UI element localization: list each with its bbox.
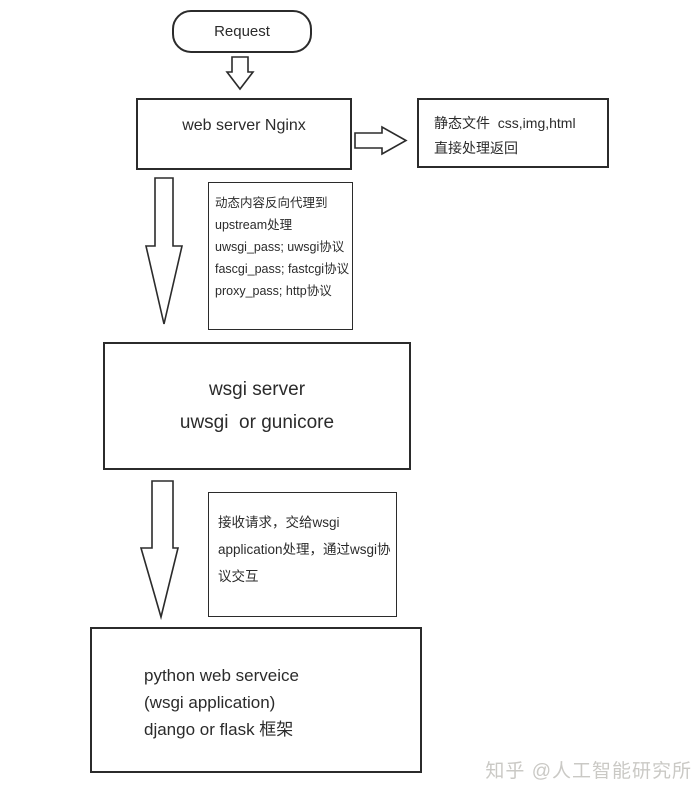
request-label: Request [214, 23, 270, 40]
proxy-note-line: 动态内容反向代理到 [215, 196, 328, 210]
static-files-line: 直接处理返回 [434, 140, 518, 156]
proxy-note-line: proxy_pass; http协议 [215, 284, 332, 298]
wsgi-note-line: application处理，通过wsgi协 [218, 542, 391, 557]
request-node: Request [172, 10, 312, 53]
proxy-note-line: uwsgi_pass; uwsgi协议 [215, 240, 345, 254]
watermark: 知乎 @人工智能研究所 [485, 761, 692, 782]
proxy-annotation-note: 动态内容反向代理到 upstream处理 uwsgi_pass; uwsgi协议… [208, 182, 353, 330]
wsgi-server-line: uwsgi or gunicore [179, 412, 335, 433]
nginx-node: web server Nginx [136, 98, 352, 170]
down-arrow-icon [139, 480, 180, 621]
static-files-line: 静态文件 css,img,html [434, 115, 576, 131]
right-arrow-icon [354, 125, 408, 156]
static-files-node: 静态文件 css,img,html 直接处理返回 [417, 98, 609, 168]
proxy-note-line: upstream处理 [215, 218, 293, 232]
python-service-line: python web serveice [144, 666, 299, 685]
wsgi-server-node: wsgi server uwsgi or gunicore [103, 342, 411, 470]
proxy-note-line: fascgi_pass; fastcgi协议 [215, 262, 350, 276]
python-service-line: (wsgi application) [144, 693, 276, 712]
wsgi-server-line: wsgi server [208, 379, 306, 400]
wsgi-note-line: 接收请求，交给wsgi [218, 515, 340, 530]
down-arrow-icon [225, 56, 255, 91]
wsgi-annotation-note: 接收请求，交给wsgi application处理，通过wsgi协 议交互 [208, 492, 397, 617]
wsgi-note-line: 议交互 [218, 569, 259, 584]
python-service-node: python web serveice (wsgi application) d… [90, 627, 422, 773]
nginx-label: web server Nginx [182, 117, 306, 134]
python-service-line: django or flask 框架 [144, 720, 294, 739]
down-arrow-icon [144, 177, 184, 325]
